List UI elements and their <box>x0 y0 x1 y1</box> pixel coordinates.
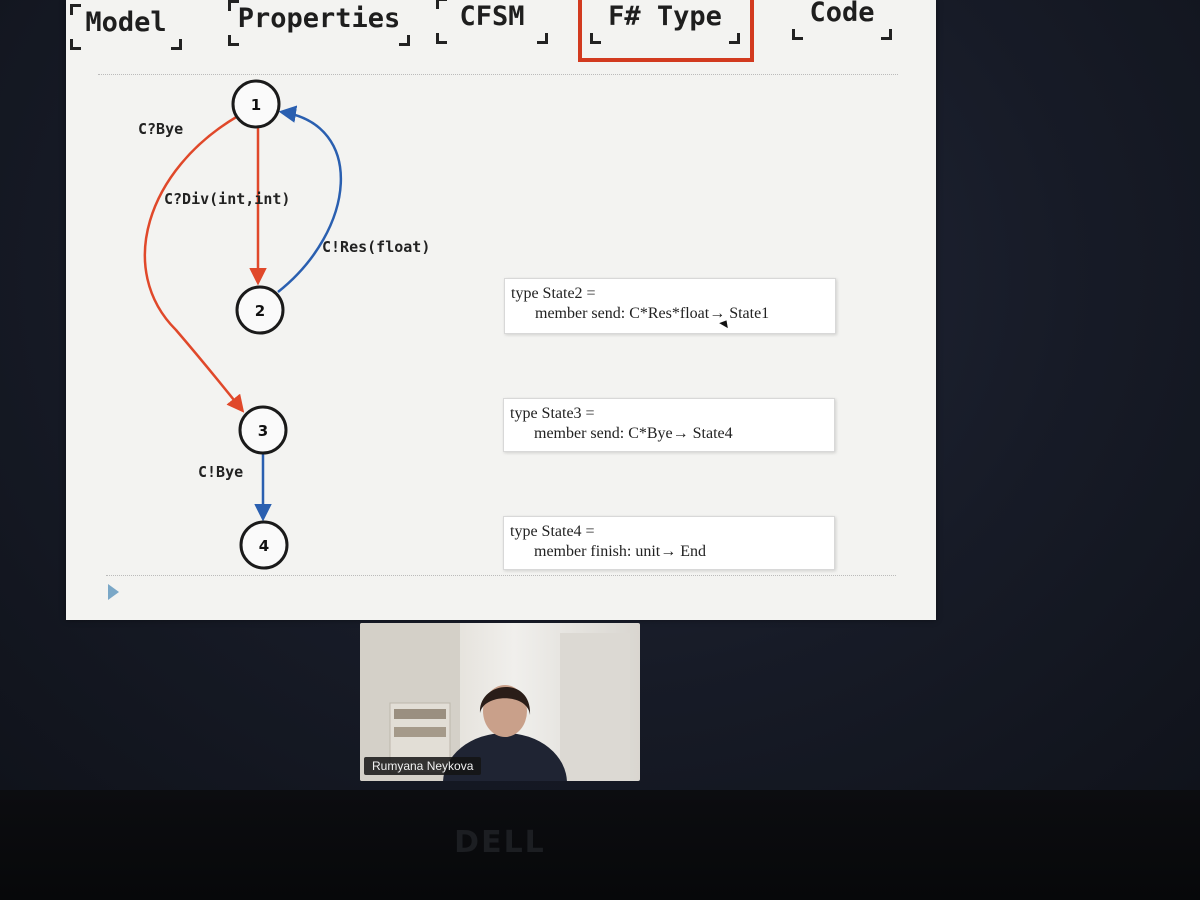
tab-code[interactable]: Code <box>792 0 892 42</box>
type-box-state4: type State4 = member finish: unit→ End <box>503 516 835 570</box>
edge-1-to-3 <box>143 114 245 413</box>
tab-code-label: Code <box>809 0 875 28</box>
type-box-state3: type State3 = member send: C*Bye→ State4 <box>503 398 835 452</box>
tab-fsharp-type[interactable]: F# Type <box>590 0 740 46</box>
edge-label-2-to-1: C!Res(float) <box>322 238 430 256</box>
type-box-state3-member: member send: C*Bye→ State4 <box>534 425 733 442</box>
tab-model-label: Model <box>85 7 167 38</box>
active-tab-highlight <box>578 0 754 62</box>
tab-cfsm-label: CFSM <box>459 1 525 32</box>
state-node-4: 4 <box>239 520 289 570</box>
slide-divider-bottom <box>106 575 896 576</box>
tab-model[interactable]: Model <box>70 0 182 52</box>
state-label-2: 2 <box>255 302 265 320</box>
state-label-3: 3 <box>258 422 268 440</box>
state-label-4: 4 <box>259 537 269 555</box>
tab-fsharp-type-label: F# Type <box>608 1 722 32</box>
type-box-state3-declaration: type State3 = <box>510 405 595 422</box>
monitor-bezel <box>0 790 1200 900</box>
type-box-state4-member: member finish: unit→ End <box>534 543 706 560</box>
type-box-state2: type State2 = member send: C*Res*float→ … <box>504 278 836 334</box>
edge-label-3-to-4: C!Bye <box>198 463 243 481</box>
tab-properties-label: Properties <box>237 3 401 34</box>
state-node-1: 1 <box>231 79 281 129</box>
state-node-3: 3 <box>238 405 288 455</box>
tab-cfsm[interactable]: CFSM <box>436 0 548 46</box>
state-node-2: 2 <box>235 285 285 335</box>
slide-divider-top <box>98 74 898 75</box>
edge-2-to-1 <box>277 105 342 293</box>
type-box-state4-declaration: type State4 = <box>510 523 595 540</box>
participant-video[interactable]: Rumyana Neykova <box>360 623 640 781</box>
state-label-1: 1 <box>251 96 261 114</box>
participant-name-label: Rumyana Neykova <box>364 757 482 775</box>
monitor-brand-logo: DELL <box>454 825 546 860</box>
play-icon[interactable] <box>108 584 119 600</box>
tab-properties[interactable]: Properties <box>228 0 410 48</box>
edge-label-1-to-2: C?Div(int,int) <box>164 190 290 208</box>
state-machine-diagram: 1 2 3 4 C?Bye C?Div(int,int) C!Res(float… <box>138 79 430 570</box>
type-box-state2-member: member send: C*Res*float→ State1 <box>535 305 770 322</box>
edge-label-1-to-3: C?Bye <box>138 120 183 138</box>
presentation-slide: Model Properties CFSM F# Type Code <box>66 0 936 620</box>
type-box-state2-declaration: type State2 = <box>511 285 596 302</box>
